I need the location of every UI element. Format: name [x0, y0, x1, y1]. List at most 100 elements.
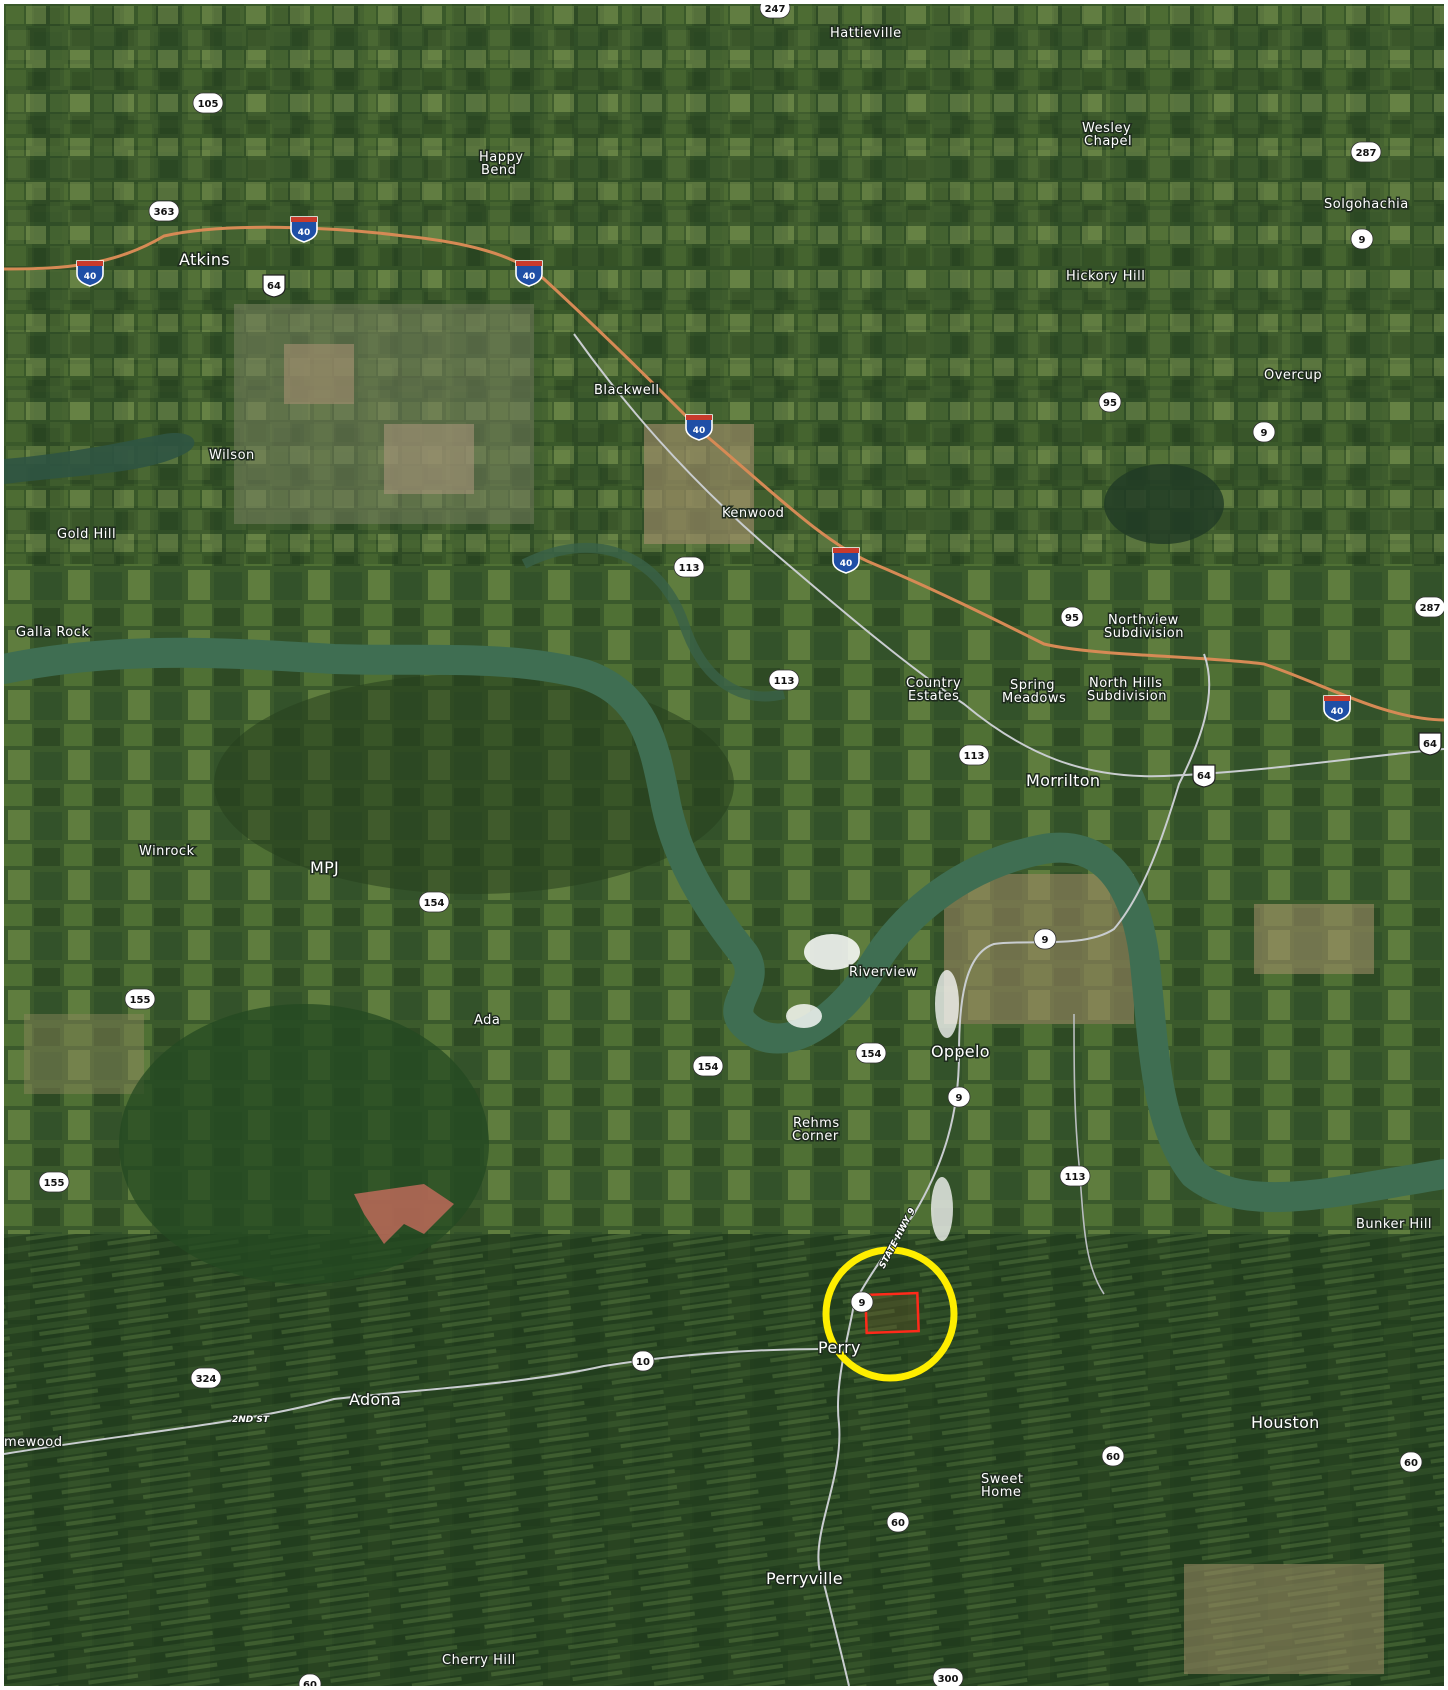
place-label: Adona	[349, 1390, 401, 1409]
shield-number: 60	[303, 1680, 317, 1686]
place-label: Chapel	[1084, 134, 1132, 149]
farm-field-tan-6	[1184, 1564, 1384, 1674]
shield-number: 155	[130, 995, 151, 1006]
place-label: Country	[906, 676, 961, 691]
state-route-shield-icon: 247	[759, 4, 791, 19]
shield-number: 324	[196, 1374, 217, 1385]
shield-number: 95	[1103, 398, 1117, 409]
place-label: Spring	[1010, 678, 1055, 693]
shield-number: 105	[198, 99, 219, 110]
shield-number: 363	[154, 207, 175, 218]
state-route-shield-icon: 324	[190, 1367, 222, 1389]
shield-number: 40	[298, 228, 311, 238]
shield-number: 154	[861, 1049, 882, 1060]
shield-number: 40	[523, 272, 536, 282]
state-route-shield-icon: 287	[1414, 596, 1444, 618]
interstate-shield-icon: 40	[1323, 695, 1351, 722]
place-label: Subdivision	[1104, 626, 1184, 641]
state-route-shield-icon: 155	[124, 988, 156, 1010]
shield-number: 9	[859, 1298, 866, 1309]
shield-number: 113	[964, 751, 985, 762]
shield-number: 9	[1042, 935, 1049, 946]
road-name-label: 2ND ST	[232, 1415, 270, 1425]
place-label: Happy	[479, 150, 523, 165]
cloud-1	[804, 934, 860, 970]
farm-field-tan-2	[384, 424, 474, 494]
place-label: Rehms	[793, 1116, 840, 1131]
state-route-shield-icon: 155	[38, 1171, 70, 1193]
place-label: Estates	[908, 689, 959, 704]
shield-number: 60	[1106, 1452, 1120, 1463]
state-route-shield-icon: 113	[958, 744, 990, 766]
state-route-shield-icon: 9	[1350, 228, 1374, 250]
shield-number: 95	[1065, 613, 1079, 624]
place-label: Kenwood	[722, 506, 784, 521]
place-label: MPJ	[310, 858, 339, 877]
state-route-shield-icon: 113	[768, 669, 800, 691]
state-route-shield-icon: 60	[1399, 1451, 1423, 1473]
shield-number: 287	[1420, 603, 1441, 614]
farm-field-tan-4	[944, 874, 1134, 1024]
river-lake-dardanelle	[4, 433, 195, 484]
place-label: Cherry Hill	[442, 1653, 516, 1668]
place-label: Ada	[474, 1013, 500, 1028]
place-label: Winrock	[139, 844, 195, 859]
interstate-shield-icon: 40	[76, 260, 104, 287]
state-route-shield-icon: 9	[1252, 421, 1276, 443]
shield-number: 9	[1261, 428, 1268, 439]
us-highway-shield-icon: 64	[1192, 764, 1216, 788]
state-route-shield-icon: 60	[886, 1511, 910, 1533]
us-highway-shield-icon: 64	[262, 274, 286, 298]
shield-number: 64	[1423, 739, 1437, 750]
road-state-hwy-10	[4, 1348, 825, 1455]
state-route-shield-icon: 60	[298, 1673, 322, 1686]
shield-number: 40	[84, 272, 97, 282]
cloud-2	[786, 1004, 822, 1028]
shield-number: 113	[774, 676, 795, 687]
place-label: Hickory Hill	[1066, 269, 1145, 284]
road-us-64	[573, 333, 1444, 778]
river-oxbow-north	[521, 542, 786, 702]
place-label: Bunker Hill	[1356, 1217, 1432, 1232]
place-label: Wesley	[1082, 121, 1131, 136]
state-route-shield-icon: 60	[1101, 1445, 1125, 1467]
place-label: Meadows	[1002, 691, 1066, 706]
place-label: Oppelo	[931, 1042, 990, 1061]
road-state-hwy-9	[817, 653, 1211, 1686]
state-route-shield-icon: 113	[673, 556, 705, 578]
place-label: Gold Hill	[57, 527, 116, 542]
interstate-shield-icon: 40	[685, 414, 713, 441]
map-canvas[interactable]: HattievilleHappyBendWesleyChapelSolgohac…	[4, 4, 1444, 1686]
place-label: Hattieville	[830, 26, 902, 41]
road-state-hwy-113	[1073, 1013, 1105, 1295]
state-route-shield-icon: 154	[692, 1055, 724, 1077]
interstate-shield-icon: 40	[515, 260, 543, 287]
lake-northeast	[1104, 464, 1224, 544]
place-label: Corner	[792, 1129, 839, 1144]
shield-number: 155	[44, 1178, 65, 1189]
place-label: Bend	[481, 163, 516, 178]
state-route-shield-icon: 113	[1059, 1165, 1091, 1187]
place-label: Riverview	[849, 965, 917, 980]
shield-number: 300	[938, 1674, 959, 1685]
place-label: Perryville	[766, 1569, 843, 1588]
place-label: Atkins	[179, 250, 230, 269]
place-label: Northview	[1108, 613, 1179, 628]
interstate-shield-icon: 40	[832, 547, 860, 574]
place-label: Morrilton	[1026, 771, 1100, 790]
forest-central	[214, 674, 734, 894]
property-parcel[interactable]	[864, 1291, 920, 1335]
shield-number: 154	[698, 1062, 719, 1073]
place-label: North Hills	[1089, 676, 1162, 691]
cloud-4	[931, 1177, 953, 1241]
forest-west-oval	[119, 1004, 489, 1284]
place-label: Blackwell	[594, 383, 660, 398]
state-route-shield-icon: 10	[631, 1350, 655, 1372]
state-route-shield-icon: 9	[850, 1291, 874, 1313]
place-label: Wilson	[209, 448, 255, 463]
farm-field-tan-1	[284, 344, 354, 404]
place-label: Subdivision	[1087, 689, 1167, 704]
us-highway-shield-icon: 64	[1418, 732, 1442, 756]
shield-number: 10	[636, 1357, 650, 1368]
